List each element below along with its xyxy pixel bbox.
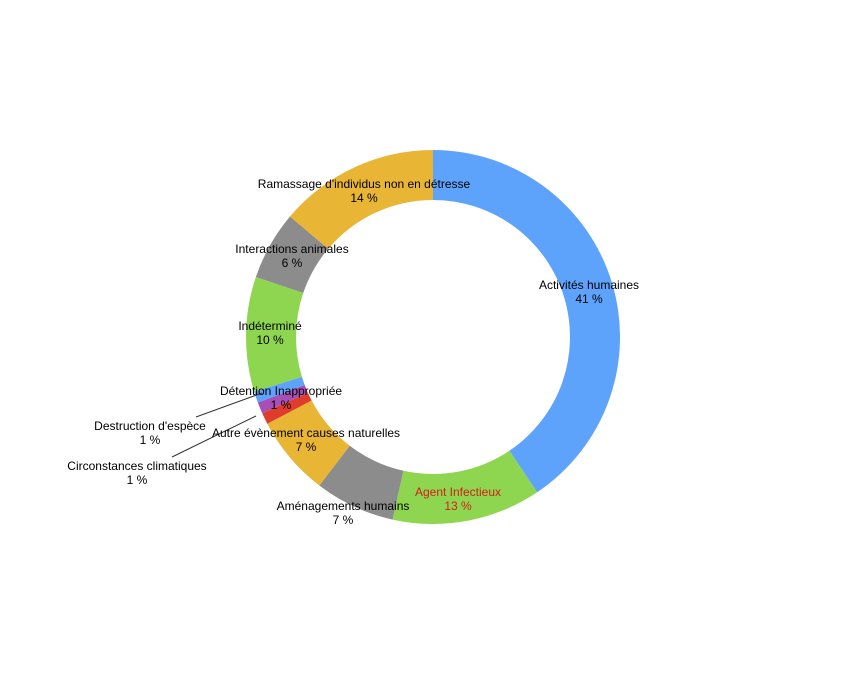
slice-circonstances-climatiques — [262, 392, 312, 424]
slice-detention-inappropriee — [254, 376, 305, 403]
leader-line-destruction — [195, 392, 263, 418]
slice-value-agent-infectieux: 13 % — [444, 499, 472, 513]
slice-autre-evenement-causes-naturelles — [267, 400, 350, 486]
slice-value-activites-humaines: 41 % — [575, 292, 603, 306]
slice-label-autre-evenement: Autre évènement causes naturelles — [212, 426, 400, 440]
slice-label-interactions-animales: Interactions animales — [235, 242, 348, 256]
slice-label-circonstances-climatiques: Circonstances climatiques — [67, 459, 206, 473]
slice-value-destruction-espece: 1 % — [140, 433, 161, 447]
slice-amenagements-humains — [319, 445, 404, 520]
slice-label-ramassage: Ramassage d'individus non en détresse — [258, 177, 471, 191]
slice-ramassage-d-individus-non-en-detresse — [289, 150, 433, 249]
slice-interactions-animales — [255, 216, 329, 294]
slice-label-indetermine: Indéterminé — [238, 319, 302, 333]
slice-label-agent-infectieux: Agent Infectieux — [415, 485, 501, 499]
slice-label-destruction-espece: Destruction d'espèce — [94, 419, 206, 433]
slice-value-amenagements-humains: 7 % — [333, 513, 354, 527]
slice-value-circonstances-climatiques: 1 % — [127, 473, 148, 487]
slice-value-interactions-animales: 6 % — [282, 256, 303, 270]
slice-label-activites-humaines: Activités humaines — [539, 278, 639, 292]
slice-agent-infectieux — [392, 450, 538, 524]
slice-label-detention-inappropriee: Détention Inappropriée — [220, 384, 342, 398]
slice-indetermine — [245, 277, 304, 392]
slice-label-amenagements-humains: Aménagements humains — [277, 499, 410, 513]
leader-line-circonstances — [171, 415, 257, 458]
slice-value-indetermine: 10 % — [256, 333, 284, 347]
donut-slices — [245, 150, 621, 524]
slice-activites-humaines — [433, 150, 621, 493]
slice-destruction-d-espece — [257, 384, 308, 414]
slice-value-detention-inappropriee: 1 % — [271, 398, 292, 412]
slice-value-autre-evenement: 7 % — [296, 440, 317, 454]
slice-value-ramassage: 14 % — [350, 191, 378, 205]
